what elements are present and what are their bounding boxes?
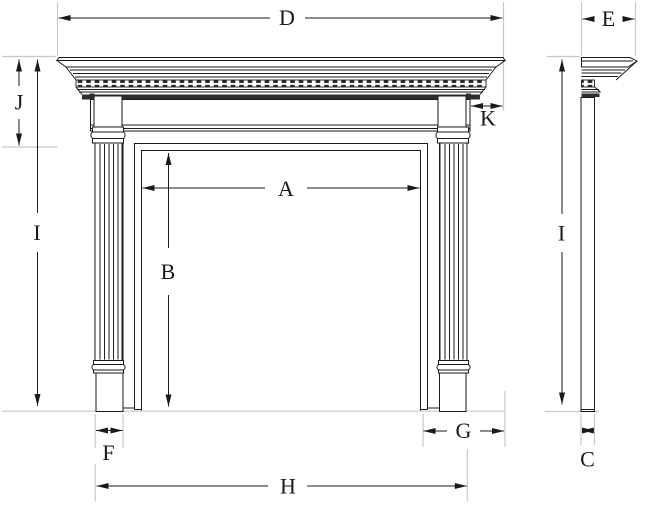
left-base-molding (91, 360, 126, 374)
dim-label-I-left: I (33, 220, 40, 245)
side-shelf (581, 57, 638, 68)
dim-label-K: K (480, 106, 496, 131)
right-plinth (439, 372, 467, 412)
dim-label-C: C (580, 447, 595, 472)
dim-label-J: J (15, 90, 24, 115)
extension-lines (2, 2, 637, 501)
left-column (94, 142, 123, 361)
left-capital-block (93, 95, 123, 128)
left-necking (90, 126, 126, 144)
dim-label-D: D (279, 5, 295, 30)
dim-label-G: G (456, 418, 472, 443)
crown-molding (65, 66, 497, 100)
mantel-shelf (55, 57, 507, 68)
side-crown (581, 60, 638, 97)
dim-label-A: A (278, 176, 294, 201)
dimension-lines (16, 15, 635, 489)
dim-label-E: E (602, 6, 615, 31)
left-plinth (95, 372, 124, 412)
dimension-labels: D E J I K A B I F G C H (15, 5, 616, 499)
side-pilaster-board (580, 97, 595, 412)
right-capital-block (437, 95, 467, 128)
frieze-board (90, 99, 471, 132)
crown-shadow-band (82, 94, 480, 100)
right-necking (435, 126, 471, 144)
dim-label-I-right: I (558, 221, 565, 246)
right-column (439, 142, 468, 361)
right-corner-shadow (466, 93, 471, 100)
side-crown-shadow (581, 93, 600, 97)
dim-label-F: F (102, 440, 114, 465)
dentil-molding (75, 79, 487, 88)
front-view (55, 57, 507, 412)
side-view (580, 57, 638, 412)
left-corner-shadow (89, 93, 95, 100)
side-dentil-molding (581, 79, 595, 88)
dim-label-B: B (161, 259, 176, 284)
opening-frame (134, 143, 428, 411)
right-base-molding (436, 360, 471, 374)
dim-label-H: H (280, 474, 296, 499)
